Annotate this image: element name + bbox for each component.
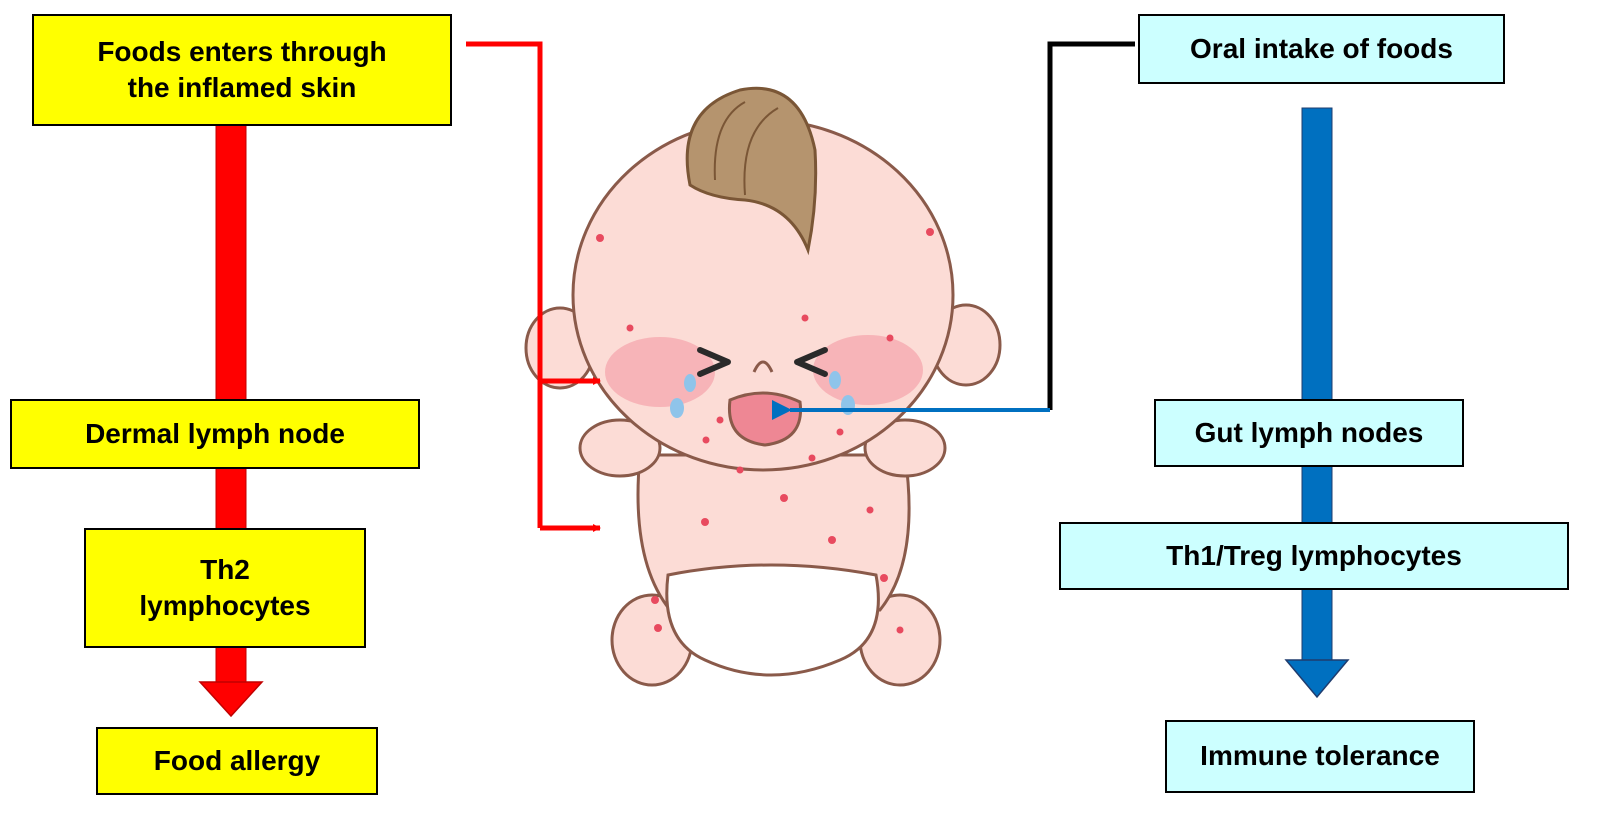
immune-tolerance-label: Immune tolerance <box>1200 738 1440 774</box>
gut-lymph-nodes-label: Gut lymph nodes <box>1195 415 1424 451</box>
gut-lymph-nodes-box: Gut lymph nodes <box>1154 399 1464 467</box>
oral-intake-box: Oral intake of foods <box>1138 14 1505 84</box>
food-allergy-box: Food allergy <box>96 727 378 795</box>
th2-lymphocytes-box: Th2 lymphocytes <box>84 528 366 648</box>
food-allergy-label: Food allergy <box>154 743 320 779</box>
th2-lymphocytes-label: Th2 lymphocytes <box>139 552 310 625</box>
skin-entry-label: Foods enters through the inflamed skin <box>97 34 386 107</box>
dermal-lymph-node-box: Dermal lymph node <box>10 399 420 469</box>
th1-treg-lymphocytes-box: Th1/Treg lymphocytes <box>1059 522 1569 590</box>
baby-illustration <box>526 88 1000 685</box>
immune-tolerance-box: Immune tolerance <box>1165 720 1475 793</box>
skin-entry-box: Foods enters through the inflamed skin <box>32 14 452 126</box>
oral-intake-label: Oral intake of foods <box>1190 31 1453 67</box>
th1-treg-lymphocytes-label: Th1/Treg lymphocytes <box>1166 538 1462 574</box>
dermal-lymph-node-label: Dermal lymph node <box>85 416 345 452</box>
